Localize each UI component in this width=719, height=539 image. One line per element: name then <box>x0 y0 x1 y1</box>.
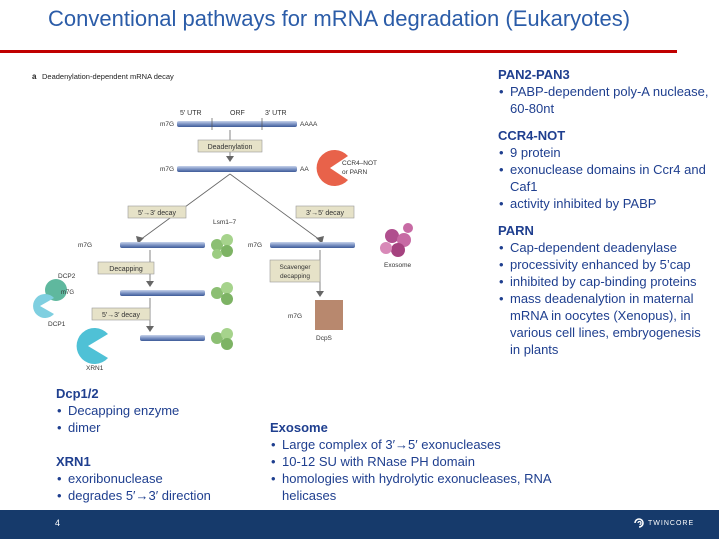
parn-item: Cap-dependent deadenylase <box>498 239 713 256</box>
lsm-complex-icon <box>211 234 233 259</box>
ccr4-not-icon <box>316 150 348 186</box>
decay-3-5-label: 3′→5′ decay <box>306 210 345 217</box>
xrn-item: exoribonuclease <box>56 470 266 487</box>
exosome-diagram-label: Exosome <box>384 262 411 269</box>
utr5-label: 5′ UTR <box>180 110 202 117</box>
title-divider <box>0 50 677 53</box>
ccr4-item: activity inhibited by PABP <box>498 195 713 212</box>
ccr4-heading: CCR4-NOT <box>498 128 566 143</box>
exosome-item: 10-12 SU with RNase PH domain <box>270 453 600 470</box>
cap-label-5: m7G <box>61 290 74 296</box>
parn-item: mass deadenalytion in maternal mRNA in o… <box>498 290 713 358</box>
lsm-label: Lsm1–7 <box>213 219 237 226</box>
panel-letter: a <box>32 72 37 81</box>
mrna-deadenylated <box>177 166 297 172</box>
bottom-left-notes: Dcp1/2 Decapping enzyme dimer XRN1 exori… <box>56 385 266 504</box>
lsm-complex-icon-3 <box>211 328 233 350</box>
decay-3-5-box <box>295 205 355 219</box>
cap-label-3: m7G <box>78 242 92 249</box>
decay-5-3-box-2 <box>91 307 151 321</box>
ccr4-item: 9 protein <box>498 144 713 161</box>
parn-heading: PARN <box>498 223 534 238</box>
decapping-box <box>97 261 155 275</box>
mrna-degrading <box>140 335 205 341</box>
slide-title: Conventional pathways for mRNA degradati… <box>48 6 631 31</box>
cap-label: m7G <box>160 121 174 128</box>
deadenylation-label: Deadenylation <box>208 144 253 151</box>
exosome-item: Large complex of 3′→5′ exonucleases <box>270 436 600 453</box>
decay-5-3-box <box>127 205 187 219</box>
pan-item: PABP-dependent poly-A nuclease, 60-80nt <box>498 83 713 117</box>
dcp-complex-icon <box>33 279 67 318</box>
xrn-heading: XRN1 <box>56 454 91 469</box>
page-number: 4 <box>55 518 61 528</box>
scavenger-decapping-label: decapping <box>280 273 310 280</box>
mrna-decapped <box>120 290 205 296</box>
scavenger-label: Scavenger <box>279 264 311 271</box>
polya-label: AAAA <box>300 121 318 128</box>
orf-label: ORF <box>230 110 245 117</box>
dcp-item: Decapping enzyme <box>56 402 266 419</box>
xrn1-icon <box>76 328 108 364</box>
logo-text: TWINCORE <box>648 520 695 527</box>
exosome-icon <box>380 223 413 257</box>
mrna-right <box>270 242 355 248</box>
deadenylation-diagram: a Deadenylation-dependent mRNA decay 5′ … <box>32 72 413 372</box>
dcps-icon <box>315 300 343 330</box>
mrna-left <box>120 242 205 248</box>
twincore-logo: TWINCORE <box>632 516 712 534</box>
cap-label-2: m7G <box>160 166 174 173</box>
deadenylation-box <box>197 139 263 153</box>
or-parn-label: or PARN <box>342 169 367 176</box>
dcp-item: dimer <box>56 419 266 436</box>
utr3-label: 3′ UTR <box>265 110 287 117</box>
decay-5-3-label-2: 5′→3′ decay <box>102 312 141 319</box>
xrn-item: degrades 5′→3′ direction <box>56 487 266 504</box>
pan-heading: PAN2-PAN3 <box>498 67 570 82</box>
decapping-label: Decapping <box>109 266 143 273</box>
footer-bar: 4 TWINCORE <box>0 510 719 539</box>
right-notes: PAN2-PAN3 PABP-dependent poly-A nuclease… <box>498 66 713 358</box>
dcp-heading: Dcp1/2 <box>56 386 99 401</box>
panel-title: Deadenylation-dependent mRNA decay <box>42 72 174 81</box>
mrna-full <box>177 121 297 127</box>
exosome-item: homologies with hydrolytic exonucleases,… <box>270 470 600 504</box>
ccr4-not-label: CCR4–NOT <box>342 160 377 167</box>
scavenger-box <box>269 259 321 283</box>
exosome-notes: Exosome Large complex of 3′→5′ exonuclea… <box>270 419 600 504</box>
lsm-complex-icon-2 <box>211 282 233 305</box>
parn-item: processivity enhanced by 5’cap <box>498 256 713 273</box>
dcp2-label: DCP2 <box>58 273 76 280</box>
logo-swirl-icon <box>634 518 644 528</box>
aa-label: AA <box>300 166 309 173</box>
dcp1-label: DCP1 <box>48 321 66 328</box>
dcps-label: DcpS <box>316 335 333 342</box>
xrn1-label: XRN1 <box>86 365 104 372</box>
decay-5-3-label: 5′→3′ decay <box>138 210 177 217</box>
cap-label-4: m7G <box>248 242 262 249</box>
ccr4-item: exonuclease domains in Ccr4 and Caf1 <box>498 161 713 195</box>
exosome-heading: Exosome <box>270 420 328 435</box>
cap-label-6: m7G <box>288 313 302 320</box>
parn-item: inhibited by cap-binding proteins <box>498 273 713 290</box>
